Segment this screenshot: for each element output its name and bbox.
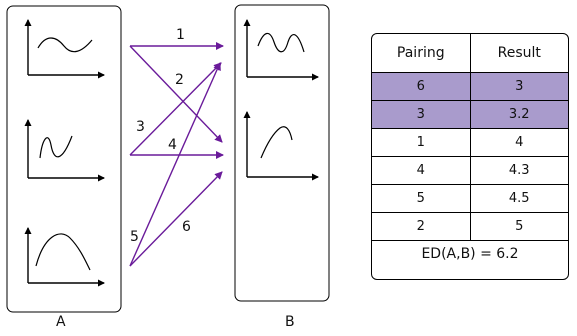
pairing-cell: 1 [372,128,471,157]
result-cell: 3 [469,72,568,101]
series-a-plot-2 [24,119,105,182]
pairing-cell: 2 [372,212,471,241]
pairing-cell: 6 [372,72,471,101]
series-b-plot-2 [243,111,319,181]
header-pairing: Pairing [372,34,471,73]
result-cell: 5 [469,212,568,241]
arrow-4-label: 4 [168,137,177,153]
arrow-5-label: 5 [130,229,139,245]
table-row: 1 4 [372,128,568,157]
series-b-plot-1 [243,19,319,81]
arrow-1-label: 1 [176,27,185,43]
result-cell: 4 [469,128,568,157]
table-row: 2 5 [372,212,568,241]
table-row: 5 4.5 [372,184,568,213]
result-cell: 3.2 [469,100,568,129]
panel-b-frame [234,4,330,302]
panel-a-label: A [56,314,66,330]
table-row: 6 3 [372,72,568,101]
header-result: Result [469,34,568,73]
diagram-canvas [6,4,330,313]
pairing-cell: 4 [372,156,471,185]
arrow-2 [129,45,223,143]
arrow-2-label: 2 [175,72,184,88]
series-a-plot-1 [24,19,105,79]
pairing-table: Pairing Result 6 3 3 3.2 1 4 4 4.3 5 [371,33,569,280]
result-cell: 4.3 [469,156,568,185]
arrow-6-label: 6 [182,219,191,235]
arrow-3-label: 3 [136,119,145,135]
pairing-cell: 5 [372,184,471,213]
arrow-3 [129,62,222,156]
panel-a-frame [6,5,122,313]
arrow-5 [129,62,221,267]
distance-summary: ED(A,B) = 6.2 [421,246,519,262]
pairing-cell: 3 [372,100,471,129]
result-cell: 4.5 [469,184,568,213]
table-row: 4 4.3 [372,156,568,185]
panel-b-label: B [285,314,295,330]
arrow-6 [129,171,223,267]
table-row: 3 3.2 [372,100,568,129]
series-a-plot-3 [24,227,105,287]
table-header-row: Pairing Result [372,34,568,73]
pairing-diagram: 1 2 3 4 5 6 A B [6,4,330,330]
